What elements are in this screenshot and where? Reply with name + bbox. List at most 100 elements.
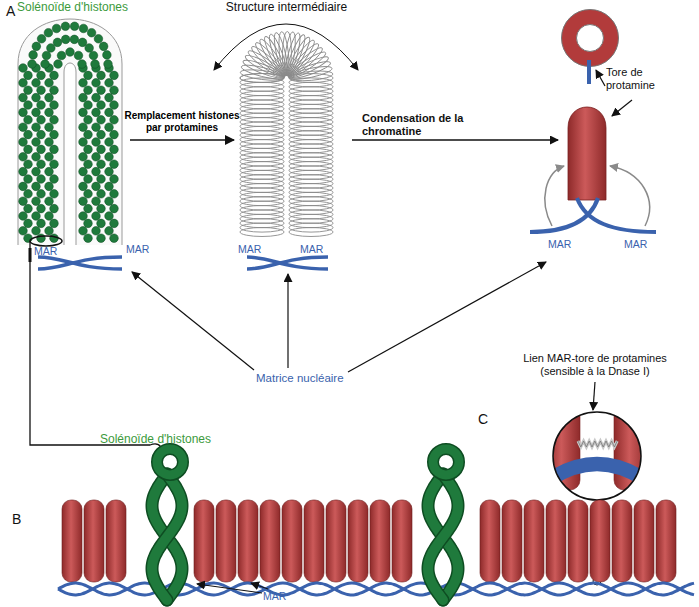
mar-strand: [587, 60, 591, 84]
pointer-arrow: [287, 274, 288, 368]
protamine-toroid: [546, 500, 566, 582]
process-arrow: [130, 139, 234, 141]
histone-dot: [91, 60, 100, 69]
histone-dot: [24, 86, 33, 95]
histone-dot: [84, 160, 93, 169]
mar-label: MAR: [624, 238, 647, 251]
mar-label: MAR: [263, 590, 286, 603]
histone-dot: [105, 182, 114, 191]
histone-dot: [105, 197, 114, 206]
histone-dot: [50, 130, 59, 139]
panel-letter: C: [478, 411, 488, 428]
coil-ring: [288, 64, 333, 82]
histone-dot: [19, 138, 28, 147]
protamine-toroid: [480, 500, 500, 582]
protamine-toroid: [194, 500, 214, 582]
histone-dot: [19, 64, 28, 73]
histone-dot: [32, 138, 41, 147]
torus-icon: [569, 17, 611, 59]
histone-dot: [50, 116, 59, 125]
histone-dot: [105, 138, 114, 147]
solenoid-strand: [428, 474, 458, 600]
chromatin-band: [58, 449, 694, 600]
solenoid-loop: [433, 449, 459, 475]
process-arrow: [352, 139, 558, 141]
histone-dot: [50, 71, 59, 80]
zoom-leader: [30, 241, 162, 457]
histone-dot: [92, 182, 101, 191]
zoom-detail: [546, 398, 648, 500]
structure-heading: Solénoïde d'histones: [17, 0, 128, 14]
histone-dot: [84, 130, 93, 139]
histone-dot: [92, 93, 101, 102]
protamine-toroid: [216, 500, 236, 582]
solenoid-strand: [152, 474, 182, 600]
mar-label: MAR: [34, 245, 57, 258]
solenoid-loop: [157, 449, 183, 475]
histone-dot: [37, 234, 46, 243]
histone-dot: [32, 197, 41, 206]
nuclear-matrix: [247, 257, 328, 269]
histone-dot: [19, 108, 28, 117]
histone-dot: [50, 234, 59, 243]
matrix-label: Matrice nucléaire: [256, 371, 344, 385]
fold-arrow: [610, 166, 650, 226]
solenoid-outline: [64, 63, 76, 245]
protamine-toroid: [612, 500, 632, 582]
histone-dot: [45, 167, 54, 176]
dnase-link: [578, 441, 617, 447]
histone-dot: [110, 71, 119, 80]
histone-dot: [24, 234, 33, 243]
mar-label: MAR: [300, 243, 323, 256]
mar-label: MAR: [238, 243, 261, 256]
histone-dot: [42, 51, 51, 60]
histone-dot: [105, 227, 114, 236]
histone-dot: [19, 212, 28, 221]
histone-dot: [85, 44, 94, 53]
solenoid-strand: [428, 474, 458, 600]
note-label: Lien MAR-tore de protamines (sensible à …: [520, 352, 670, 378]
histone-dot: [19, 93, 28, 102]
histone-dot: [105, 153, 114, 162]
histone-dot: [92, 212, 101, 221]
histone-dot: [110, 116, 119, 125]
histone-dot: [24, 160, 33, 169]
histone-dot: [97, 116, 106, 125]
histone-dot: [45, 212, 54, 221]
histone-dot: [84, 190, 93, 199]
histone-solenoid: [152, 449, 183, 600]
histone-dot: [37, 204, 46, 213]
structure-heading: Structure intermédiaire: [226, 0, 347, 14]
histone-dot: [97, 145, 106, 154]
histone-dot: [24, 71, 33, 80]
coil-ring: [289, 228, 333, 237]
histone-dot: [110, 234, 119, 243]
torus-outline: [577, 25, 604, 52]
histone-dot: [24, 175, 33, 184]
histone-dot: [32, 212, 41, 221]
nuclear-matrix: [38, 257, 122, 269]
pointer-arrow: [348, 262, 546, 372]
process-label: Condensation de la chromatine: [362, 112, 474, 138]
histone-dot: [97, 234, 106, 243]
histone-dot: [105, 167, 114, 176]
panel-letter: B: [12, 511, 21, 528]
histone-dot: [87, 28, 96, 37]
solenoid-strand: [152, 474, 182, 600]
protamine-toroid: [634, 500, 654, 582]
protamine-toroid: [282, 500, 302, 582]
histone-dot: [66, 48, 75, 57]
histone-dot: [37, 71, 46, 80]
histone-dot: [70, 22, 79, 31]
histone-dot: [104, 60, 113, 69]
histone-dot: [45, 108, 54, 117]
histone-dot: [97, 190, 106, 199]
histone-dot: [89, 51, 98, 60]
protamine-toroid: [524, 500, 544, 582]
histone-dot: [92, 153, 101, 162]
solenoid-loop: [433, 449, 459, 475]
histone-dot: [61, 35, 70, 44]
histone-dot: [92, 108, 101, 117]
histone-dot: [110, 204, 119, 213]
